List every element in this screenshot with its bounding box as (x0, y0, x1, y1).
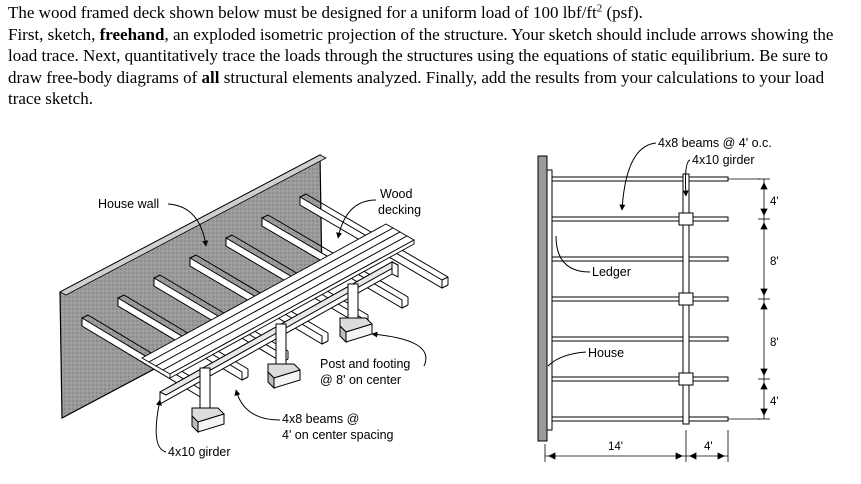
problem-text-b: , an exploded isometric projection of th… (8, 24, 834, 87)
label-post-footing-1: Post and footing (320, 357, 410, 371)
post (275, 323, 287, 365)
plan-label-house: House (588, 346, 624, 360)
plan-dim-4-bot: 4' (770, 396, 779, 408)
label-post-footing-2: @ 8' on center (320, 373, 401, 387)
label-wood-decking-1: Wood (380, 187, 412, 201)
post (347, 283, 359, 319)
plan-dim-horizontal (544, 430, 729, 462)
problem-paragraph: The wood framed deck shown below must be… (8, 2, 853, 110)
plan-beam (551, 176, 729, 182)
leader-house-wall (167, 203, 209, 247)
problem-text-c: structural elements analyzed. Finally, a… (8, 67, 825, 109)
plan-posts (678, 212, 694, 386)
plan-dim-8-a: 8' (770, 256, 779, 268)
plan-dim-4-right: 4' (704, 441, 713, 453)
decking-boards (141, 223, 415, 379)
plan-post (678, 372, 694, 386)
plan-view: 4x8 beams @ 4' o.c. 4x10 girder Ledger H… (537, 136, 779, 462)
label-wood-decking-2: decking (378, 203, 421, 217)
plan-label-beams: 4x8 beams @ 4' o.c. (658, 136, 772, 150)
plan-beam (551, 376, 729, 382)
plan-label-girder: 4x10 girder (692, 153, 755, 167)
plan-leader-ledger (555, 235, 591, 273)
plan-leader-house (547, 351, 587, 367)
plan-leader-girder (682, 159, 691, 197)
plan-beams (551, 176, 729, 422)
plan-beam (551, 256, 729, 262)
plan-dim-14: 14' (608, 441, 623, 453)
leader-post-footing (371, 331, 427, 367)
plan-post (678, 292, 694, 306)
plan-leader-beams (619, 142, 657, 211)
problem-statement: The wood framed deck shown below must be… (8, 2, 853, 110)
problem-sentence-1-end: (psf). (602, 3, 643, 22)
plan-beam (551, 416, 729, 422)
plan-dim-4-top: 4' (770, 196, 779, 208)
house-wall-top-edge (59, 154, 327, 296)
plan-dim-8-b: 8' (770, 337, 779, 349)
isometric-view: House wall Wood decking Post and footing… (59, 154, 449, 459)
plan-label-ledger: Ledger (592, 265, 631, 279)
leader-decking (336, 199, 377, 239)
footings (191, 317, 373, 434)
emphasis-freehand: freehand (99, 24, 165, 44)
plan-beam (551, 336, 729, 342)
leader-girder (155, 399, 167, 453)
plan-house-wall (537, 155, 548, 442)
label-girder: 4x10 girder (168, 445, 231, 459)
plan-dim-vertical (728, 178, 770, 420)
leader-beams (234, 389, 281, 421)
label-house-wall: House wall (98, 197, 159, 211)
plan-ledger (546, 169, 553, 431)
emphasis-all: all (201, 67, 220, 87)
units-exponent: 2 (596, 2, 603, 15)
problem-sentence-1: The wood framed deck shown below must be… (8, 3, 597, 22)
label-beams-2: 4' on center spacing (282, 428, 394, 442)
plan-post (678, 212, 694, 226)
problem-text-a: First, sketch, (8, 24, 100, 44)
plan-beam (551, 216, 729, 222)
post (199, 367, 211, 409)
plan-beam (551, 296, 729, 302)
label-beams-1: 4x8 beams @ (282, 412, 359, 426)
